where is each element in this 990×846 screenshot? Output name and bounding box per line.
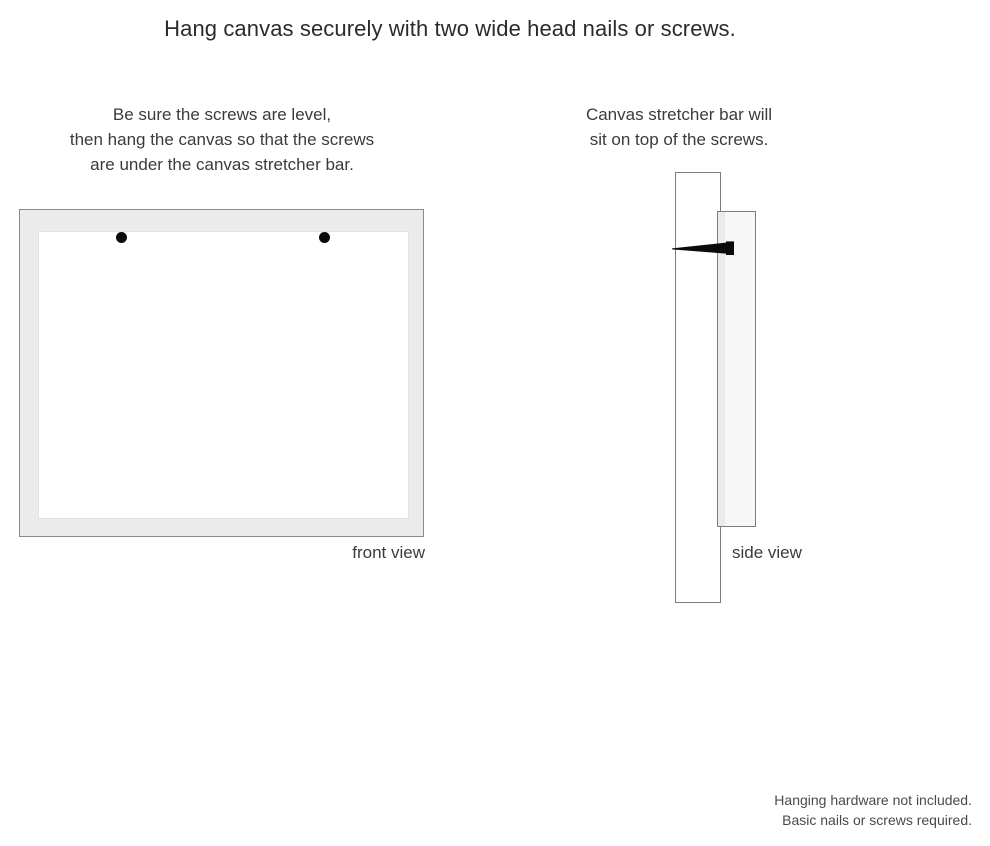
front-view-caption: Be sure the screws are level, then hang … xyxy=(2,102,442,177)
footer-note-line-1: Hanging hardware not included. xyxy=(774,792,972,808)
canvas-stretcher-bar-inner-side xyxy=(725,212,755,526)
front-view-caption-line-3: are under the canvas stretcher bar. xyxy=(90,155,354,174)
screw-head-left-icon xyxy=(116,232,127,243)
front-view-label: front view xyxy=(352,543,425,562)
side-view-caption-line-1: Canvas stretcher bar will xyxy=(585,105,773,124)
nail-screw-side-icon xyxy=(672,241,734,255)
side-view-label: side view xyxy=(732,543,802,562)
footer-note-line-2: Basic nails or screws required. xyxy=(782,812,972,828)
footer-note: Hanging hardware not included. Basic nai… xyxy=(552,790,972,830)
front-view-caption-line-1: Be sure the screws are level, xyxy=(112,105,332,124)
page-title: Hang canvas securely with two wide head … xyxy=(164,16,736,41)
screw-head-right-icon xyxy=(319,232,330,243)
side-view-caption: Canvas stretcher bar will sit on top of … xyxy=(529,102,829,152)
side-view-caption-line-2: sit on top of the screws. xyxy=(589,130,769,149)
front-view-caption-line-2: then hang the canvas so that the screws xyxy=(69,130,375,149)
canvas-surface-front xyxy=(38,231,409,519)
wall-side-view xyxy=(675,172,721,603)
